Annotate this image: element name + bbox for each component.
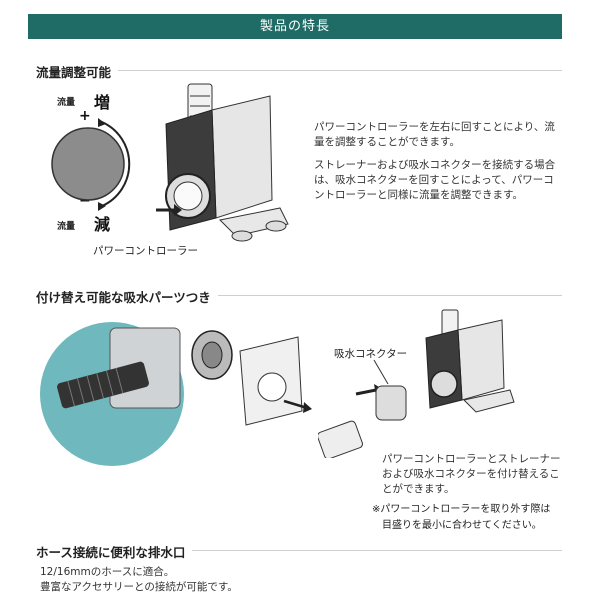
replaceable-parts-description: パワーコントローラーとストレーナーおよび吸水コネクターを付け替えることができます… <box>382 452 562 497</box>
suction-feet <box>218 207 289 237</box>
label-decrease: 減 <box>94 215 111 234</box>
outlet-line-1: 12/16mmのホースに適合。 <box>40 566 175 578</box>
pump-illustration-small <box>425 309 515 413</box>
label-suction-connector: 吸水コネクター <box>334 348 408 360</box>
label-flow-bottom: 流量 <box>57 222 76 232</box>
arrow-head-bottom <box>98 202 106 211</box>
dial-diagram <box>51 118 131 211</box>
section-title-outlet: ホース接続に便利な排水口 <box>36 545 186 560</box>
paragraph-2: ストレーナーおよび吸水コネクターを接続する場合は、吸水コネクターを回すことによっ… <box>314 159 556 201</box>
hose-closeup-illustration <box>40 322 184 466</box>
section-rule <box>118 70 562 71</box>
arrow-head-top <box>98 118 106 127</box>
outlet-description: 12/16mmのホースに適合。 豊富なアクセサリーとの接続が可能です。 <box>40 565 440 595</box>
flow-adjust-description: パワーコントローラーを左右に回すことにより、流量を調整することができます。 スト… <box>314 120 562 203</box>
label-increase: 増 <box>94 93 111 112</box>
note-line-1: ※パワーコントローラーを取り外す際は <box>372 504 551 515</box>
paragraph-1: パワーコントローラーを左右に回すことにより、流量を調整することができます。 <box>314 121 555 148</box>
minus-sign: − <box>79 193 91 209</box>
exploded-parts-illustration <box>191 330 312 426</box>
pump-illustration <box>156 83 289 242</box>
caption-power-controller: パワーコントローラー <box>93 245 198 257</box>
label-flow-top: 流量 <box>57 98 76 108</box>
controller-center <box>173 181 203 211</box>
paragraph-replaceable: パワーコントローラーとストレーナーおよび吸水コネクターを付け替えることができます… <box>382 453 561 495</box>
note-line-2: 目盛りを最小に合わせてください。 <box>382 520 542 531</box>
leader-line <box>373 359 389 385</box>
strainer-tube <box>57 361 149 409</box>
rotation-arc <box>101 121 131 207</box>
section-banner: 製品の特長 <box>28 14 562 39</box>
plus-sign: + <box>79 108 91 124</box>
section-title-replaceable-parts: 付け替え可能な吸水パーツつき <box>36 290 211 305</box>
dial-circle <box>51 127 125 201</box>
connector-strainer-illustration <box>318 359 407 458</box>
outlet-line-2: 豊富なアクセサリーとの接続が可能です。 <box>40 581 238 593</box>
section-rule <box>192 550 562 551</box>
strainer-part <box>318 420 363 458</box>
suction-connector-part <box>375 385 407 421</box>
pump-body-right <box>211 95 273 219</box>
section-title-flow-adjust: 流量調整可能 <box>36 65 112 80</box>
section-rule <box>218 295 562 296</box>
